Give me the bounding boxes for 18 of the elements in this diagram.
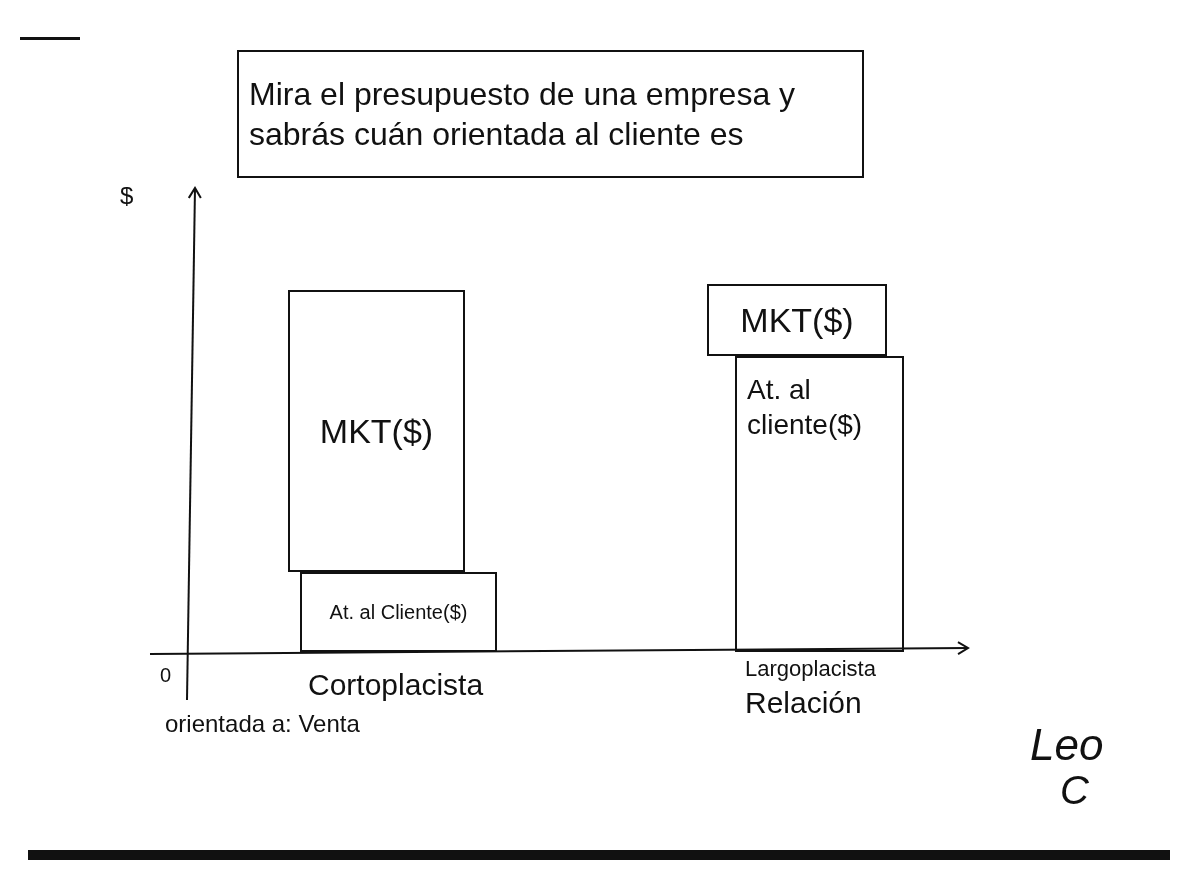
category-label: orientada a: Venta <box>165 710 360 738</box>
node-text: Mira el presupuesto de una empresa y sabrás cuán orientada al cliente es <box>249 75 797 154</box>
axis-label: 0 <box>160 664 172 687</box>
category-label: Cortoplacista <box>308 668 484 702</box>
bar-segment <box>707 284 887 356</box>
node-text: MKT($) <box>319 410 434 452</box>
category-label: Relación <box>745 686 862 720</box>
bar-segment <box>300 572 497 652</box>
title-box <box>237 50 864 178</box>
node-text: At. al Cliente($) <box>329 599 468 625</box>
signature: Leo <box>1030 720 1104 770</box>
node-text: MKT($) <box>740 299 854 341</box>
bar-segment <box>288 290 465 572</box>
node-text: At. al cliente($) <box>747 373 864 442</box>
axis-label: $ <box>120 182 134 210</box>
signature: C <box>1060 768 1089 813</box>
bar-segment <box>735 356 904 652</box>
category-label: Largoplacista <box>745 656 876 682</box>
